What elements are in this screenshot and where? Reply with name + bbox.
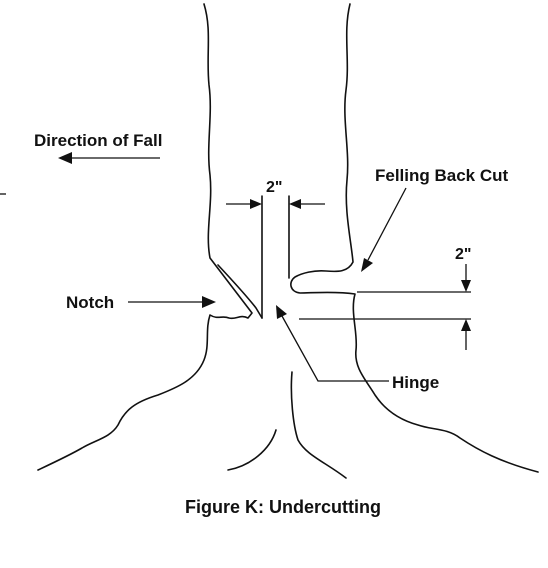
- direction-of-fall-label: Direction of Fall: [34, 131, 162, 150]
- notch-arrowhead: [202, 296, 216, 308]
- right-dim-bottom-arrowhead: [461, 319, 471, 331]
- hinge-arrowhead: [276, 305, 287, 319]
- notch-upper-edge: [217, 264, 263, 319]
- right-dimension-label: 2": [455, 246, 471, 263]
- hinge-leader: [281, 315, 389, 382]
- top-dim-right-arrowhead: [289, 199, 301, 209]
- right-dim-top-arrowhead: [461, 280, 471, 292]
- root-left: [227, 429, 277, 471]
- hinge-label: Hinge: [392, 373, 439, 392]
- felling-back-cut-leader: [367, 187, 407, 261]
- top-dim-left-arrowhead: [250, 199, 262, 209]
- figure-caption: Figure K: Undercutting: [185, 497, 381, 517]
- felling-back-cut-arrowhead: [361, 258, 373, 272]
- top-dimension-label: 2": [266, 179, 282, 196]
- trunk-right-outline: [290, 3, 539, 473]
- trunk-left-outline: [37, 3, 253, 471]
- direction-of-fall-arrowhead: [58, 152, 72, 164]
- root-center: [290, 371, 347, 479]
- notch-label: Notch: [66, 293, 114, 312]
- felling-back-cut-label: Felling Back Cut: [375, 166, 509, 185]
